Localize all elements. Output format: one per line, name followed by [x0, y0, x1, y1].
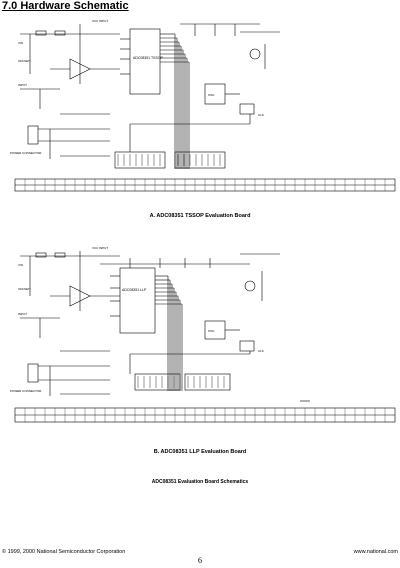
power-connector-label: POWER CONNECTOR [10, 151, 42, 155]
vcc-input-label: VCC INPUT [92, 19, 108, 23]
website-link[interactable]: www.national.com [353, 549, 398, 555]
figure-title: ADC08351 Evaluation Board Schematics [151, 479, 249, 485]
vcc-input-label: VCC INPUT [92, 246, 108, 250]
schematic-a: ADC08351 TSSOP VCC INPUT VIN OFFSET INPU… [10, 19, 396, 192]
offset-label: OFFSET [18, 287, 30, 291]
caption-a: A. ADC08351 TSSOP Evaluation Board [149, 213, 251, 219]
section-heading: 7.0 Hardware Schematic [2, 0, 129, 12]
schematic-b: ADC08351 LLP VCC INPUT VIN OFFSET INPUT … [10, 246, 396, 423]
offset-label: OFFSET [18, 59, 30, 63]
input-label: INPUT [18, 83, 27, 87]
caption-b: B. ADC08351 LLP Evaluation Board [153, 449, 247, 455]
chip-label: ADC08351 TSSOP [133, 56, 164, 60]
clk-label: CLK [258, 349, 264, 353]
chip-label: ADC08351 LLP [122, 288, 147, 292]
osc-label: OSC [208, 93, 215, 97]
osc-label: OSC [208, 329, 215, 333]
clk-label: CLK [258, 113, 264, 117]
vin-label: VIN [18, 263, 23, 267]
page-number: 6 [198, 556, 202, 565]
copyright-text: © 1999, 2000 National Semiconductor Corp… [2, 549, 126, 555]
power-connector-label: POWER CONNECTOR [10, 389, 42, 393]
vin-label: VIN [18, 41, 23, 45]
input-label: INPUT [18, 312, 27, 316]
